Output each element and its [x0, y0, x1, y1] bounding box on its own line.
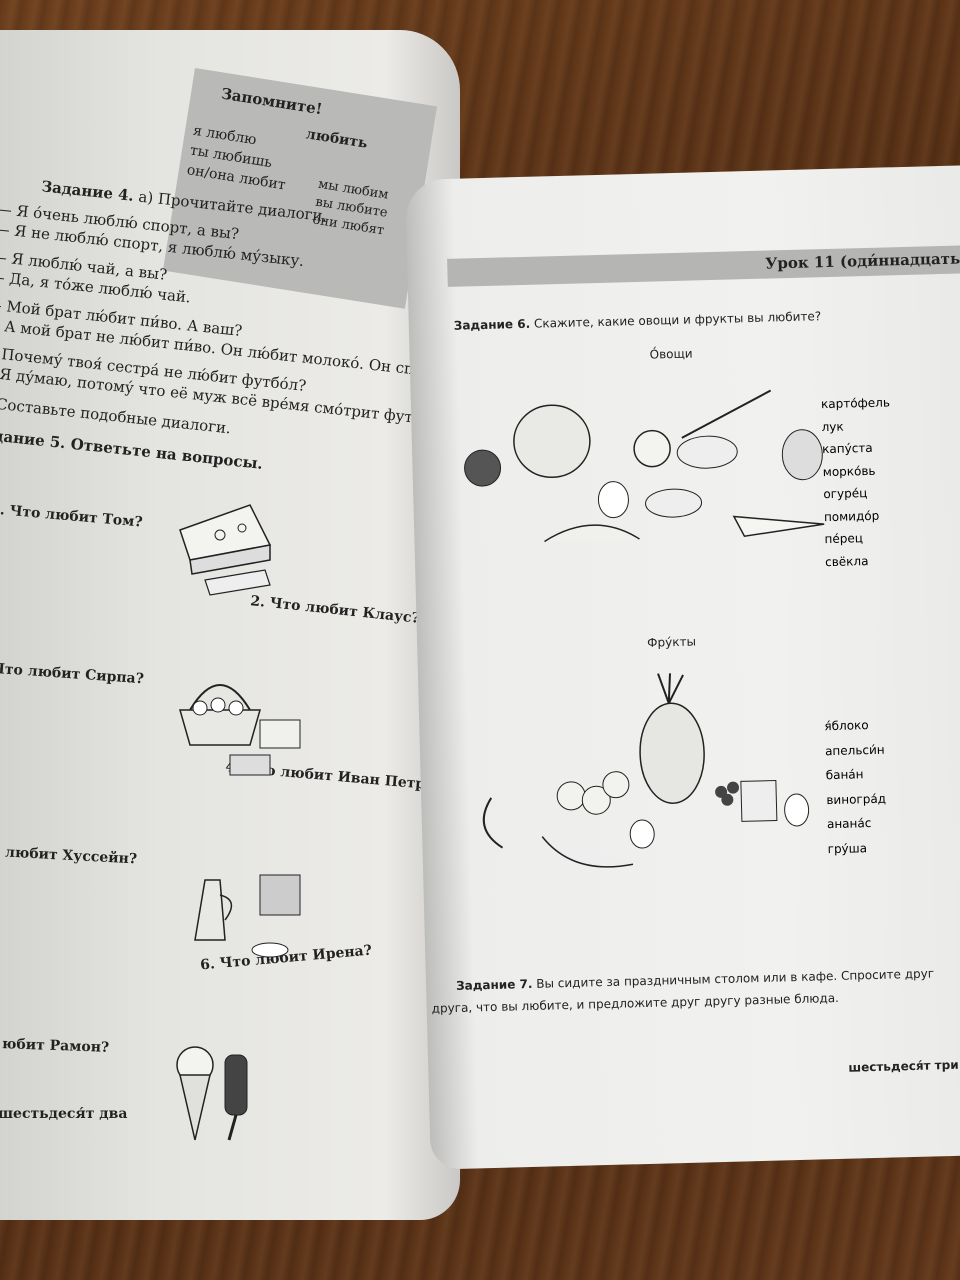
- fruit-item: виногра́д: [826, 791, 887, 807]
- fruit-item: я́блоко: [824, 718, 869, 734]
- ice-cream-icon: [176, 1046, 248, 1141]
- right-page-number: шестьдеся́т три: [848, 1057, 959, 1075]
- task6-title: Задание 6.: [453, 316, 531, 333]
- vegetable-item: огуре́ц: [823, 486, 868, 502]
- task7-line-2: друга, что вы любите, и предложите друг …: [431, 990, 840, 1016]
- vegetables-illustration: [464, 389, 825, 543]
- right-page: Урок 11 (оди́ннадцать) Задание 6. Скажит…: [405, 164, 960, 1170]
- vegetables-heading: О́вощи: [649, 346, 693, 362]
- left-page-number: шестьдеся́т два: [0, 1106, 128, 1122]
- cheese-icon: [179, 504, 272, 596]
- fruits-list: я́блоко апельси́н бана́н виногра́д анана…: [824, 713, 887, 862]
- vegetable-item: свёкла: [824, 553, 869, 569]
- fruit-item: апельси́н: [824, 742, 885, 758]
- task7-line-1: Задание 7. Вы сидите за праздничным стол…: [456, 966, 934, 993]
- task6-header: Задание 6. Скажите, какие овощи и фрукты…: [454, 309, 822, 333]
- fruit-item: бана́н: [825, 767, 864, 783]
- left-page: Запомните! любить я люблю ты любишь он/о…: [0, 30, 460, 1220]
- fruit-item: анана́с: [826, 816, 872, 832]
- vegetable-item: помидо́р: [823, 508, 880, 524]
- task7-text-1: Вы сидите за праздничным столом или в ка…: [536, 966, 935, 991]
- vegetable-item: пе́рец: [824, 531, 864, 547]
- fruit-item: гру́ша: [827, 840, 868, 856]
- vegetable-item: лук: [821, 419, 844, 434]
- vegetable-item: капу́ста: [822, 440, 873, 457]
- vegetable-item: карто́фель: [820, 395, 891, 412]
- task4-title: Задание 4.: [40, 177, 135, 205]
- fruits-illustration: [482, 673, 810, 868]
- vegetable-item: морко́вь: [822, 463, 876, 479]
- task6-instruction: Скажите, какие овощи и фрукты вы любите?: [533, 309, 822, 331]
- task7-title: Задание 7.: [455, 976, 533, 993]
- vegetables-list: карто́фель лук капу́ста морко́вь огуре́ц…: [821, 391, 895, 573]
- task5-instruction: Ответьте на вопросы.: [69, 434, 264, 473]
- lesson-header-bar: Урок 11 (оди́ннадцать): [447, 244, 960, 287]
- lesson-header: Урок 11 (оди́ннадцать): [764, 249, 960, 273]
- fruits-heading: Фру́кты: [647, 634, 697, 650]
- basket-eggs-icon: [179, 684, 301, 776]
- coffee-pot-icon: [194, 874, 301, 958]
- task5-title: Задание 5.: [0, 424, 67, 453]
